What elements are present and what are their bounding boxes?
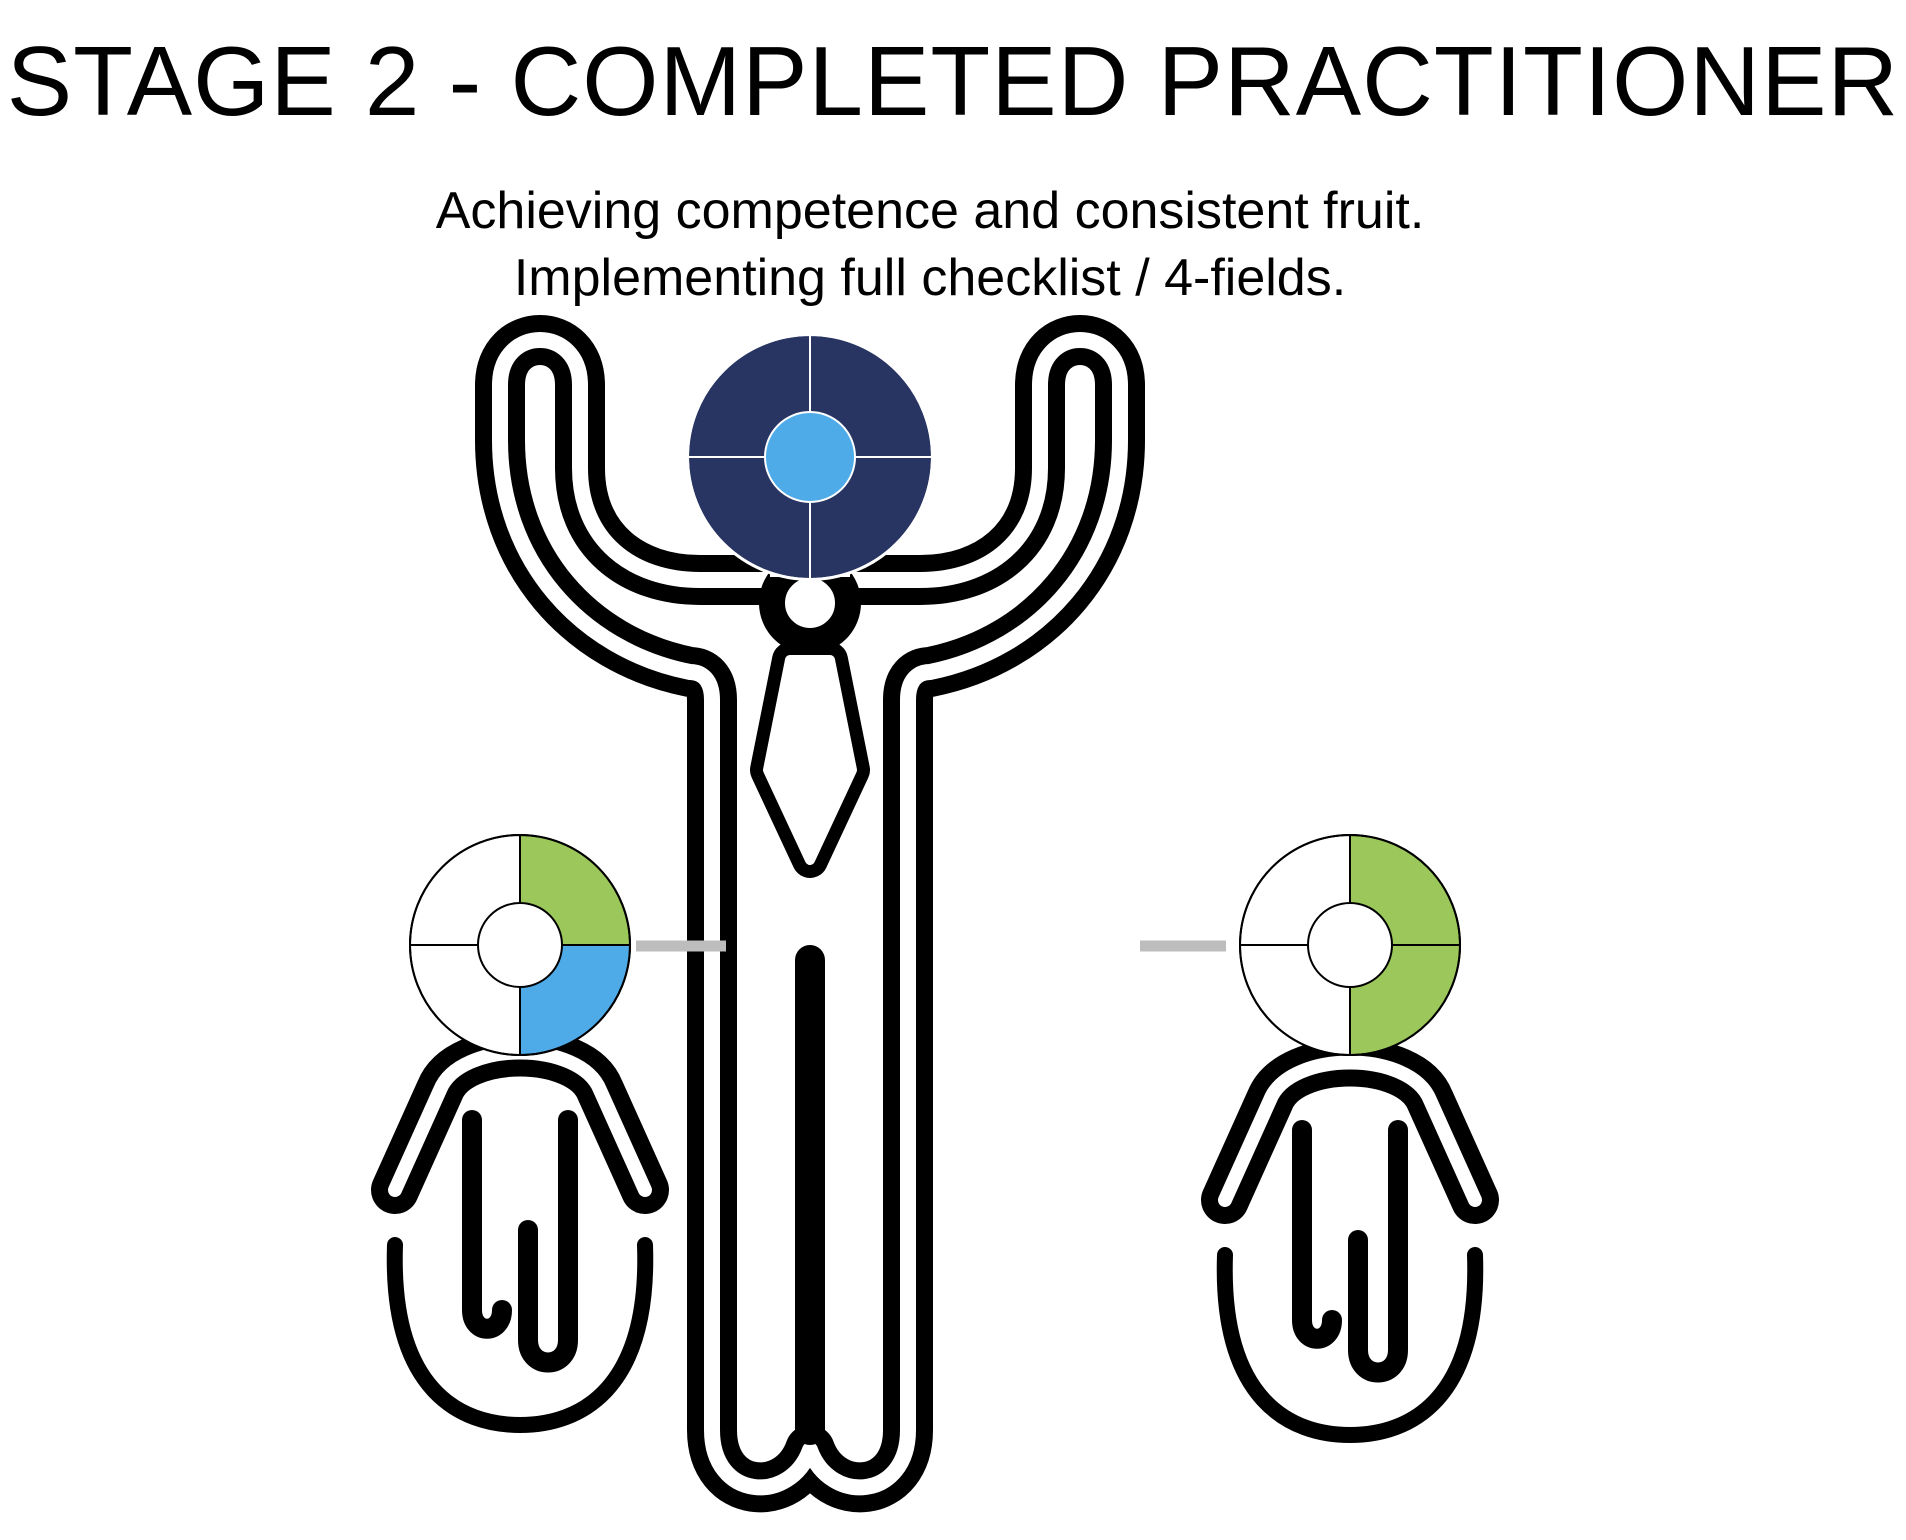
tie-fill bbox=[768, 660, 852, 860]
wheel-center bbox=[1307, 902, 1393, 988]
subtitle: Achieving competence and consistent frui… bbox=[320, 178, 1540, 312]
wheel-rim bbox=[1239, 834, 1461, 1056]
person-praying-hands-icon bbox=[371, 1028, 669, 1433]
disciple-legs bbox=[386, 1237, 654, 1433]
left-disciple-wheel-icon bbox=[408, 833, 632, 1057]
wheel-rim bbox=[409, 834, 631, 1056]
right-disciple bbox=[1201, 833, 1499, 1443]
disciple-legs bbox=[1216, 1247, 1484, 1443]
right-disciple-wheel-icon bbox=[1238, 833, 1462, 1057]
page-title: STAGE 2 - COMPLETED PRACTITIONER bbox=[6, 26, 1900, 136]
disciple-hand-right bbox=[1348, 1120, 1408, 1383]
disciple-hand-left bbox=[1292, 1120, 1342, 1349]
wheel-center bbox=[477, 902, 563, 988]
disciple-hand-right bbox=[518, 1110, 578, 1373]
disciple-hand-left bbox=[462, 1110, 512, 1339]
disciple-shoulders bbox=[1201, 1038, 1499, 1224]
leader-figure bbox=[475, 315, 1145, 1513]
subtitle-line-2: Implementing full checklist / 4-fields. bbox=[513, 249, 1347, 307]
subtitle-line-1: Achieving competence and consistent frui… bbox=[435, 182, 1425, 240]
leader-outline bbox=[475, 315, 1145, 1513]
left-disciple bbox=[371, 833, 669, 1433]
disciple-shoulders bbox=[371, 1028, 669, 1214]
wheel-center bbox=[764, 411, 856, 503]
leader-wheel-edge bbox=[686, 333, 934, 581]
person-praying-hands-icon bbox=[1201, 1038, 1499, 1443]
leader-wheel-icon bbox=[686, 333, 934, 581]
